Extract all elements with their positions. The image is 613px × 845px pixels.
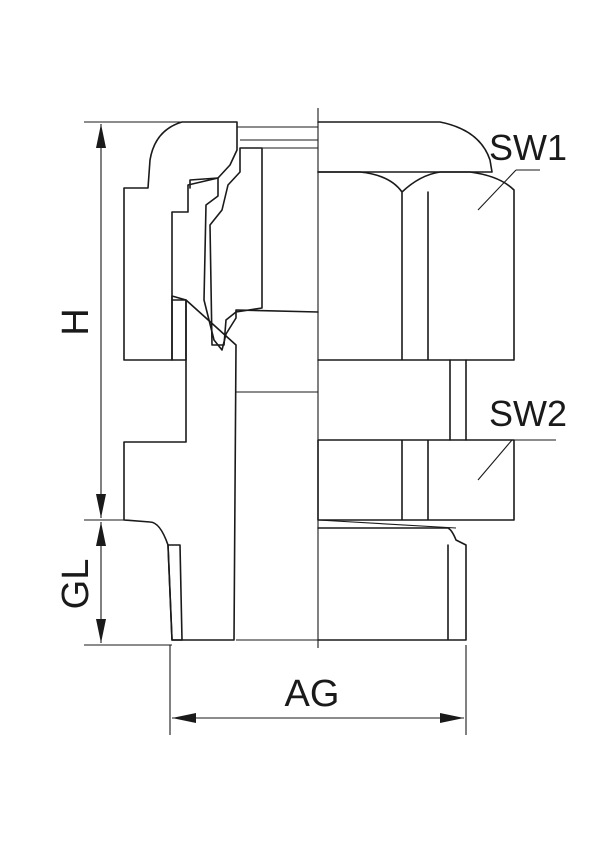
thread-exterior bbox=[317, 527, 467, 641]
gl-label: GL bbox=[55, 559, 97, 610]
gl-arrow-top bbox=[96, 522, 106, 546]
body-section bbox=[123, 299, 237, 641]
cap-nut-section bbox=[123, 121, 238, 361]
ag-arrow-left bbox=[172, 713, 196, 723]
sw1-leader bbox=[477, 169, 517, 211]
dimensions: H GL AG SW1 SW2 bbox=[55, 121, 567, 735]
hex-sw2 bbox=[317, 439, 515, 521]
h-arrow-bottom bbox=[96, 494, 106, 518]
sw1-label: SW1 bbox=[489, 127, 567, 168]
neck bbox=[449, 359, 467, 441]
h-label: H bbox=[55, 308, 97, 335]
exterior-view bbox=[317, 121, 515, 641]
ag-label: AG bbox=[285, 673, 340, 715]
sw2-leader bbox=[477, 439, 513, 481]
sw2-label: SW2 bbox=[489, 393, 567, 434]
gl-arrow-bottom bbox=[96, 619, 106, 643]
clamp-cage-section bbox=[189, 177, 319, 351]
thread-section bbox=[167, 544, 183, 641]
h-arrow-top bbox=[96, 124, 106, 148]
body-seal-section bbox=[171, 295, 187, 361]
hex-sw1 bbox=[317, 171, 515, 361]
cap-dome bbox=[317, 121, 493, 173]
section-view bbox=[123, 121, 319, 641]
ag-arrow-right bbox=[440, 713, 464, 723]
thread-band bbox=[317, 519, 457, 529]
